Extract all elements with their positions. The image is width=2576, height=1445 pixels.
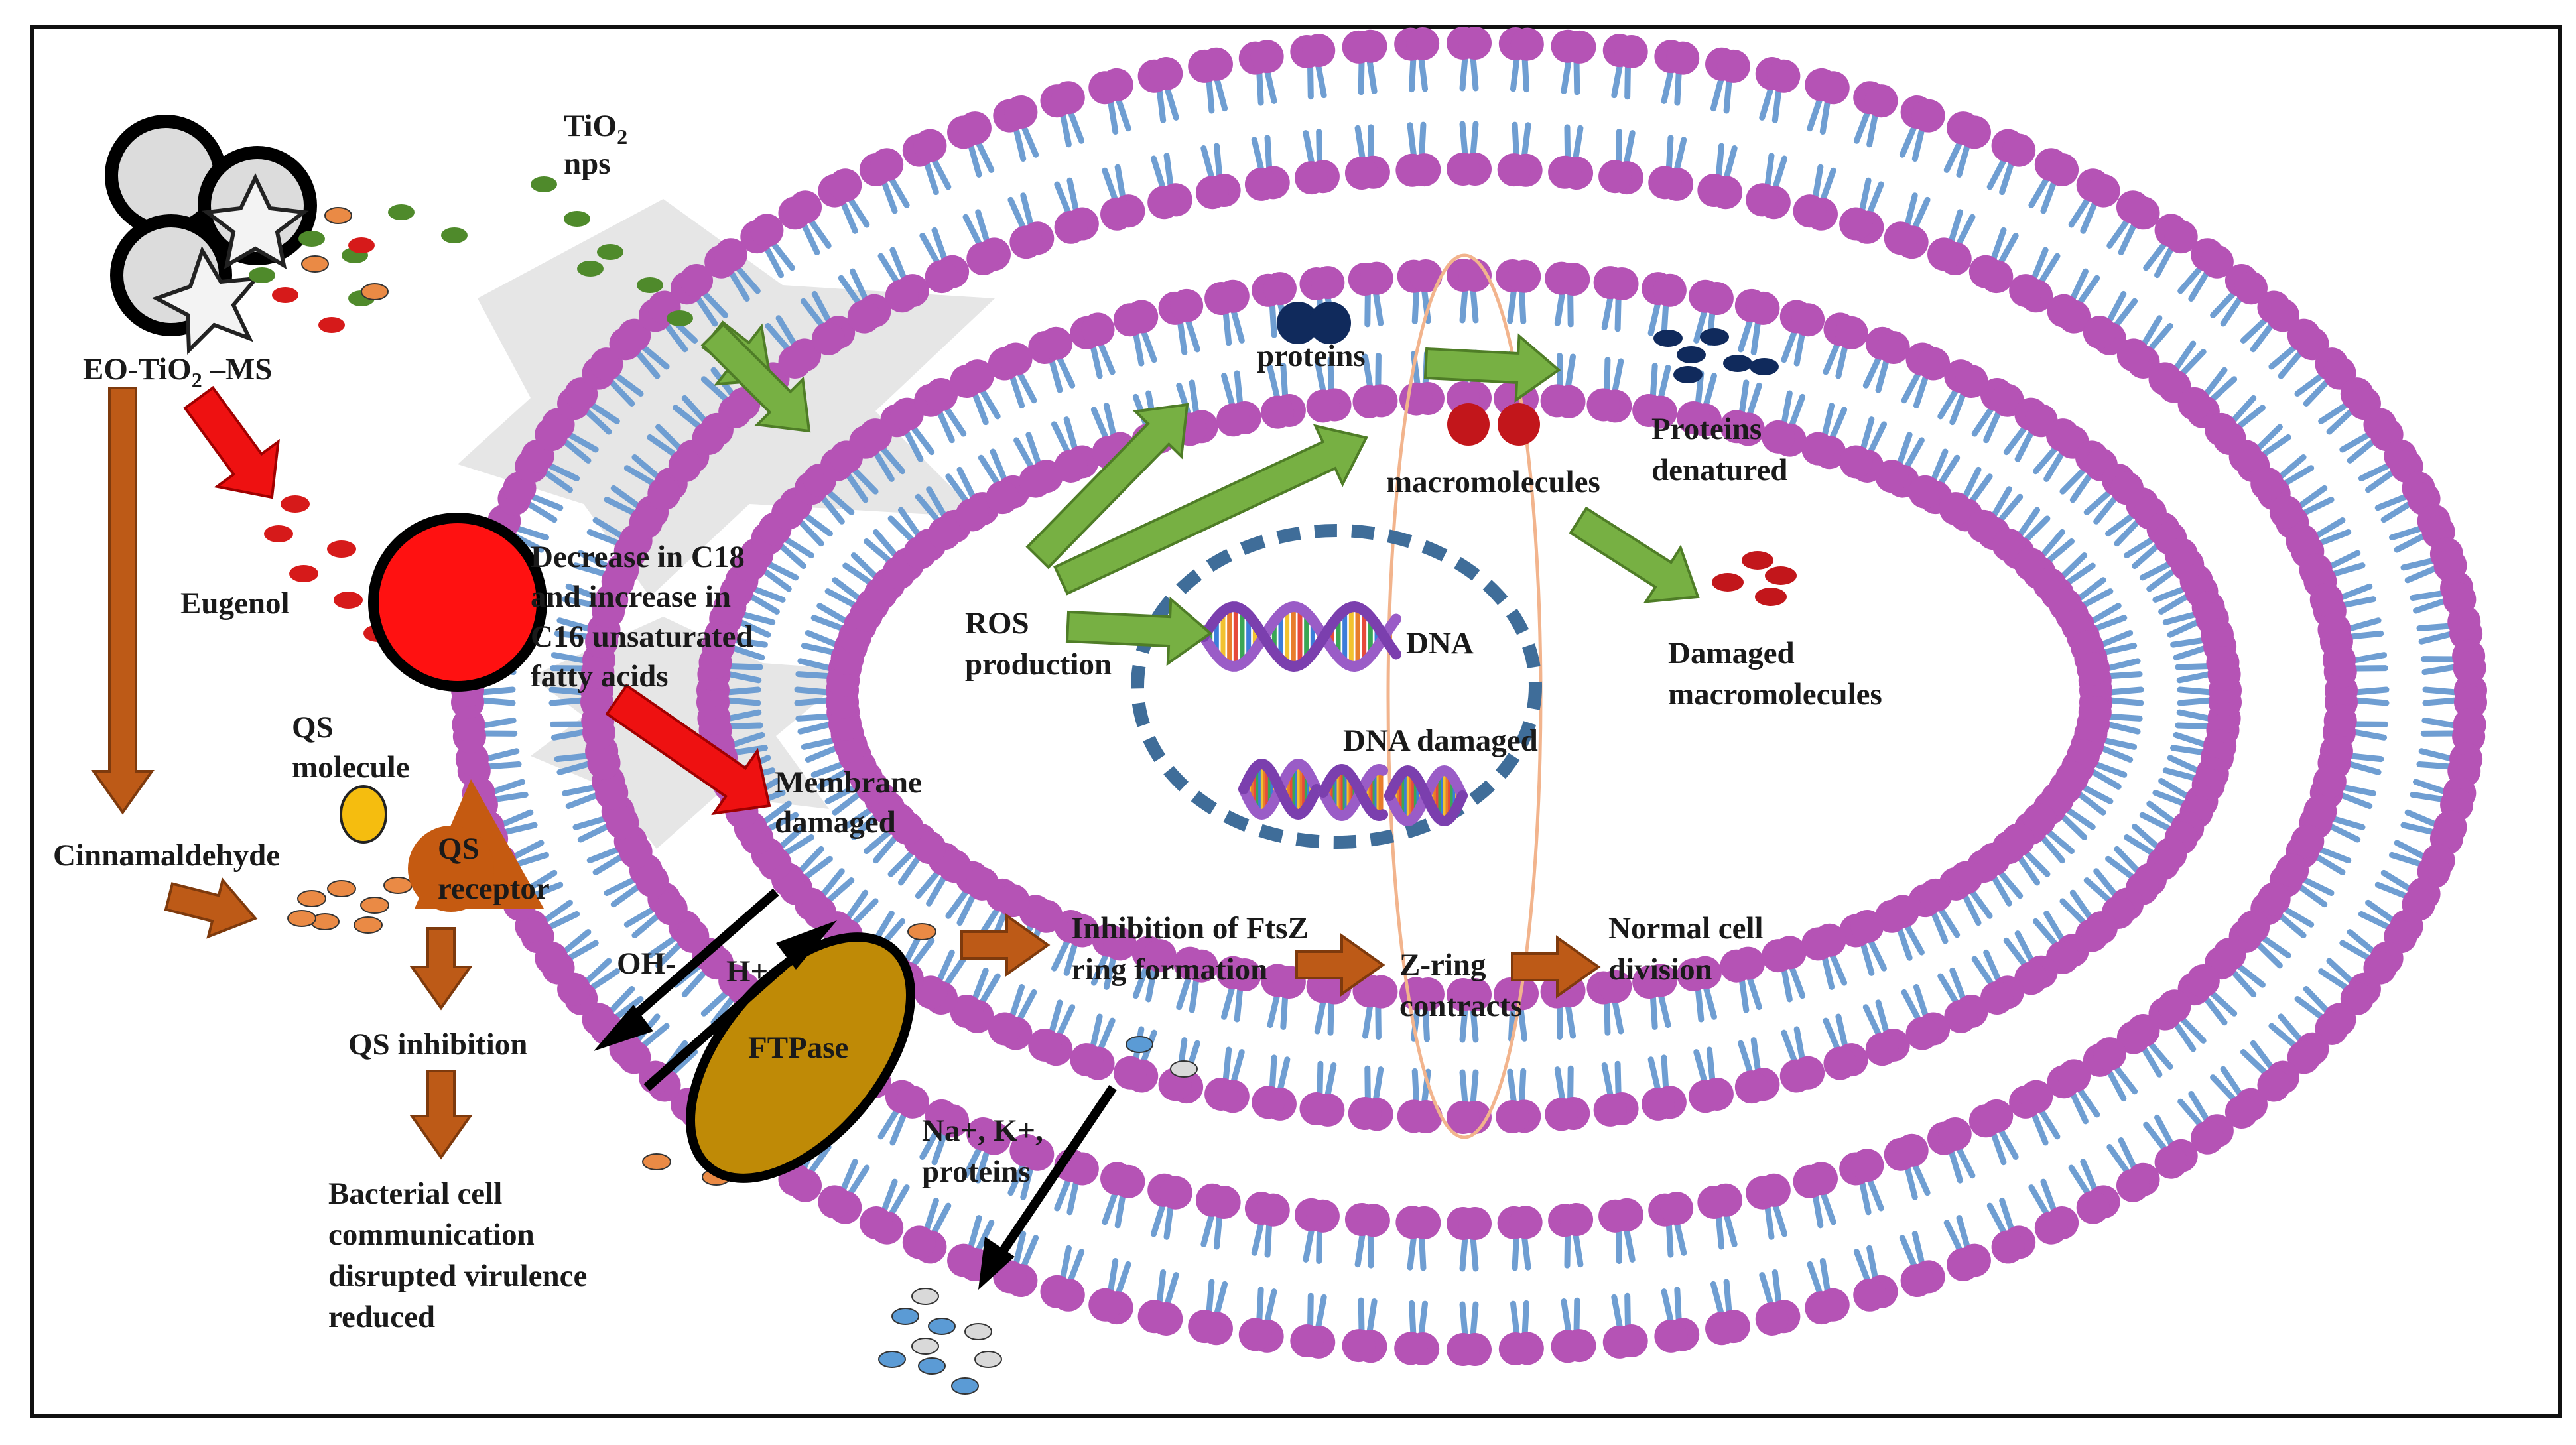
dna-helix-icon (1198, 601, 1401, 672)
ros-label-1: ROS (965, 606, 1029, 641)
dna-damaged-helix-icon (1238, 758, 1468, 827)
dna-damaged-label: DNA damaged (1343, 723, 1538, 758)
tio2-label-2: nps (564, 147, 611, 181)
bacterial-label-1: Bacterial cell (328, 1176, 502, 1211)
nucleoid-ring (1131, 524, 1542, 849)
damaged-macro-label-2: macromolecules (1668, 677, 1882, 712)
damaged-macro-label-1: Damaged (1668, 636, 1795, 670)
macromolecules-label: macromolecules (1386, 465, 1600, 499)
zring-label-2: contracts (1399, 989, 1522, 1023)
eo-particles (272, 207, 389, 333)
qs-molecule-label-2: molecule (292, 750, 410, 785)
labels: TiO2 nps EO-TiO2 –MS Eugenol Decrease in… (53, 109, 1882, 1334)
cinnamaldehyde-label: Cinnamaldehyde (53, 838, 280, 873)
membrane-damaged-label-2: damaged (775, 805, 896, 840)
ftsz-label-2: ring formation (1071, 952, 1267, 987)
transport-arrows (594, 888, 1117, 1290)
zring-label-1: Z-ring (1399, 948, 1486, 982)
qs-molecule-icon (340, 785, 387, 844)
qs-receptor-label-2: receptor (438, 871, 550, 906)
proteins-denatured-label-2: denatured (1651, 453, 1787, 487)
eo-tio2-ms-label: EO-TiO2 –MS (83, 352, 272, 392)
proteins-denatured-label-1: Proteins (1651, 412, 1762, 446)
h-label: H+ (726, 954, 768, 989)
ion-particles (878, 1036, 1198, 1395)
tio2-nanoparticles (249, 176, 693, 326)
fatty-acid-label-2: and increase in (531, 580, 731, 614)
membrane-damaged-label-1: Membrane (775, 765, 922, 800)
fatty-acid-label-3: C16 unsaturated (531, 619, 753, 654)
qs-receptor-icon (408, 779, 544, 912)
qs-molecule-label-1: QS (292, 710, 334, 745)
proteins-label: proteins (1257, 339, 1366, 373)
eugenol-label: Eugenol (180, 586, 290, 621)
ftsz-label-1: Inhibition of FtsZ (1071, 911, 1309, 946)
normal-division-label-1: Normal cell (1608, 911, 1764, 946)
normal-division-label-2: division (1608, 952, 1712, 987)
oh-label: OH- (617, 946, 676, 981)
fatty-acid-label-1: Decrease in C18 (531, 540, 745, 574)
macromolecule-icons (1447, 403, 1797, 606)
bacterial-label-2: communication (328, 1218, 535, 1252)
dna-label: DNA (1406, 626, 1474, 660)
protein-icons (1277, 302, 1779, 383)
pathway-arrows (91, 322, 1700, 1160)
ions-label-2: proteins (922, 1155, 1031, 1189)
ftpase-label: FTPase (748, 1031, 848, 1065)
qs-receptor-label-1: QS (438, 832, 480, 866)
tio2-label: TiO2 (564, 109, 627, 149)
qs-inhibition-label: QS inhibition (348, 1027, 527, 1062)
star-icon (151, 173, 309, 355)
bacterial-label-3: disrupted virulence (328, 1259, 587, 1293)
ions-label-1: Na+, K+, (922, 1113, 1043, 1148)
bacterial-label-4: reduced (328, 1300, 435, 1334)
fatty-acid-marker (368, 513, 547, 692)
fatty-acid-label-4: fatty acids (531, 659, 669, 694)
ros-label-2: production (965, 647, 1112, 682)
